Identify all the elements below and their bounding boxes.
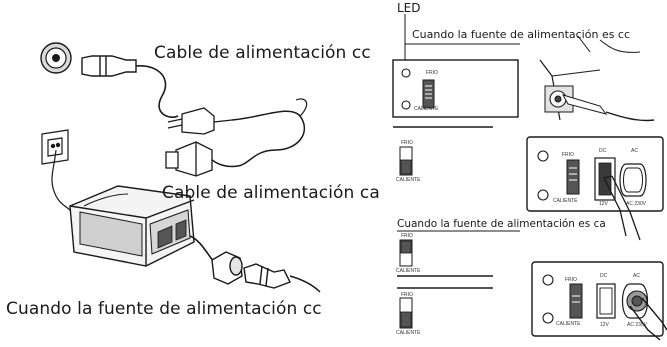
led-indicator-line bbox=[404, 14, 520, 62]
ac-cable-icon bbox=[165, 98, 308, 177]
hot-label: CALIENTE bbox=[553, 198, 578, 204]
dc-voltage: 12V bbox=[599, 201, 608, 207]
car-socket-icon bbox=[40, 42, 72, 74]
hot-label: CALIENTE bbox=[396, 177, 421, 183]
cold-label: FRIO bbox=[401, 233, 413, 239]
dc-plug-photo bbox=[522, 35, 664, 123]
dc-source-heading: Cuando la fuente de alimentación es cc bbox=[412, 28, 631, 41]
dc-symbol: DC bbox=[599, 148, 607, 154]
dc-symbol: DC bbox=[600, 273, 608, 279]
socket-panel-dc bbox=[526, 136, 664, 241]
dc-cable-icon bbox=[81, 55, 179, 118]
led-label: LED bbox=[397, 1, 421, 15]
ac-symbol: AC bbox=[631, 148, 638, 154]
wall-outlet-icon bbox=[41, 129, 73, 213]
hot-label: CALIENTE bbox=[556, 321, 581, 327]
dc-source-label: Cuando la fuente de alimentación cc bbox=[6, 299, 322, 319]
switch-panel-top bbox=[392, 59, 519, 118]
socket-panel-ac bbox=[531, 261, 667, 341]
switch-panel-lower bbox=[397, 230, 520, 277]
hot-label: CALIENTE bbox=[414, 106, 439, 112]
ac-voltage: AC 230V bbox=[627, 322, 648, 328]
output-cable-icon bbox=[189, 235, 321, 293]
ac-voltage: AC 230V bbox=[626, 201, 647, 207]
cold-label: FRIO bbox=[565, 277, 577, 283]
switch-panel-bottom bbox=[397, 287, 493, 329]
cold-label: FRIO bbox=[562, 152, 574, 158]
ac-source-heading: Cuando la fuente de alimentación es ca bbox=[397, 218, 606, 230]
ac-symbol: AC bbox=[633, 273, 640, 279]
cold-label: FRIO bbox=[401, 292, 413, 298]
dc-cable-label: Cable de alimentación cc bbox=[154, 43, 371, 63]
power-adapter-icon bbox=[69, 185, 195, 267]
cold-label: FRIO bbox=[401, 140, 413, 146]
dc-voltage: 12V bbox=[600, 322, 609, 328]
hot-label: CALIENTE bbox=[396, 330, 421, 336]
cold-label: FRIO bbox=[426, 70, 438, 76]
ac-cable-label: Cable de alimentación ca bbox=[162, 183, 380, 203]
hot-label: CALIENTE bbox=[396, 268, 421, 274]
switch-panel-middle bbox=[399, 146, 413, 176]
